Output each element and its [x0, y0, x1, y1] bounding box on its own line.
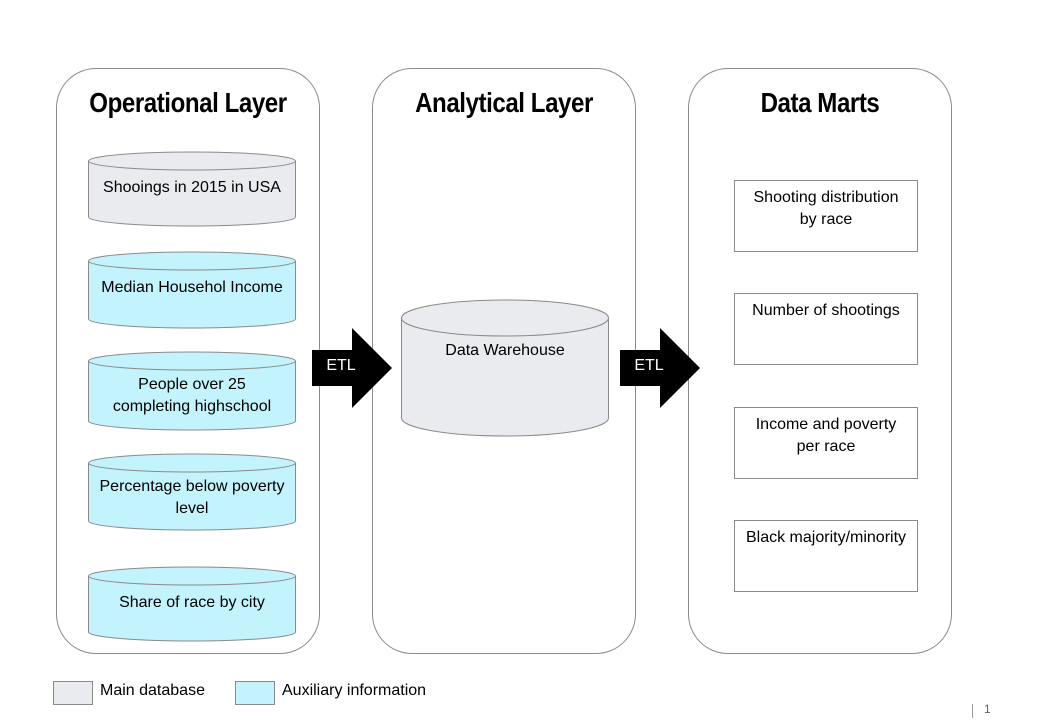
etl-arrow-1: ETL [312, 328, 392, 408]
data-mart-label-line: Income and poverty [755, 416, 897, 433]
operational-source-label-line: Median Househol Income [101, 279, 283, 296]
etl-label-1: ETL [326, 357, 356, 374]
operational-source-label: People over 25 completing highschool [92, 374, 292, 418]
operational-source-cylinder-shape [88, 351, 296, 431]
operational-source-cylinder: People over 25 completing highschool [88, 351, 296, 431]
legend-aux-swatch [235, 681, 275, 705]
legend-aux-label: Auxiliary information [282, 682, 427, 699]
data-mart-label-line: per race [796, 438, 856, 455]
data-mart-box: Number of shootings [734, 293, 918, 365]
operational-source-cylinder: Median Househol Income [88, 251, 296, 329]
operational-source-label: Share of race by city [92, 592, 292, 614]
operational-source-label-line: completing highschool [112, 398, 272, 415]
data-mart-box: Black majority/minority [734, 520, 918, 592]
analytical-layer-title: Analytical Layer [415, 87, 593, 118]
data-warehouse-cylinder-shape [401, 299, 609, 437]
page-number-separator [972, 704, 973, 718]
operational-source-label-line: People over 25 [138, 376, 246, 393]
operational-source-cylinder: Shooings in 2015 in USA [88, 151, 296, 227]
operational-source-cylinder-shape [88, 453, 296, 531]
data-mart-label-line: Black majority/minority [745, 529, 907, 546]
etl-arrow-1-shape [312, 328, 392, 408]
operational-source-label: Shooings in 2015 in USA [92, 177, 292, 199]
legend-main-label: Main database [100, 682, 205, 699]
data-mart-label-line: by race [799, 211, 853, 228]
operational-source-label-line: Shooings in 2015 in USA [103, 179, 281, 196]
page-number: 1 [984, 702, 991, 716]
data-warehouse-cylinder: Data Warehouse [401, 298, 609, 438]
legend-main-swatch [53, 681, 93, 705]
data-warehouse-label: Data Warehouse [445, 342, 565, 359]
operational-source-label-line: Percentage below poverty [99, 478, 285, 495]
data-mart-label-line: Shooting distribution [753, 189, 899, 206]
etl-label-2: ETL [634, 357, 664, 374]
data-marts-title: Data Marts [760, 87, 880, 118]
operational-source-label-line: level [175, 500, 209, 517]
operational-source-label: Median Househol Income [92, 277, 292, 299]
operational-source-cylinder: Percentage below poverty level [88, 453, 296, 531]
operational-source-cylinder: Share of race by city [88, 566, 296, 642]
etl-arrow-2: ETL [620, 328, 700, 408]
operational-source-label: Percentage below poverty level [92, 476, 292, 520]
data-mart-box: Income and poverty per race [734, 407, 918, 479]
operational-source-label-line: Share of race by city [119, 594, 265, 611]
operational-source-cylinder-shape [88, 566, 296, 642]
operational-source-cylinder-shape [88, 251, 296, 329]
etl-arrow-2-shape [620, 328, 700, 408]
data-mart-label-line: Number of shootings [752, 302, 900, 319]
data-mart-box: Shooting distribution by race [734, 180, 918, 252]
operational-source-cylinder-shape [88, 151, 296, 227]
operational-layer-title: Operational Layer [89, 87, 287, 118]
